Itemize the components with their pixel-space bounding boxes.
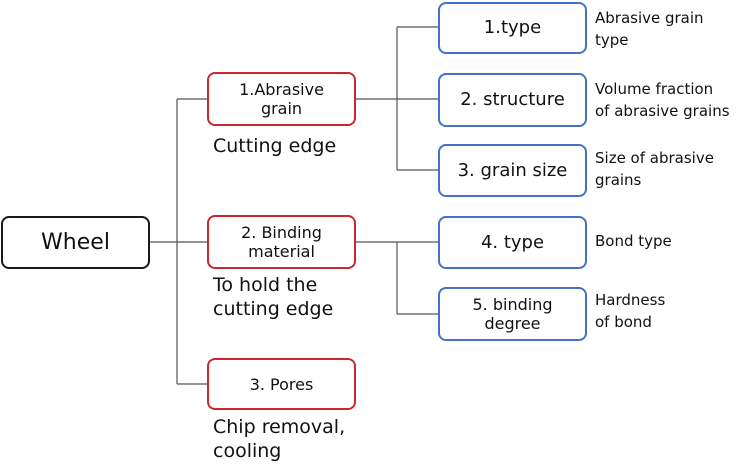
component-caption: Chip removal, cooling: [213, 416, 346, 462]
property-label: 4. type: [480, 231, 545, 253]
component-pores: 3. Pores: [207, 358, 356, 410]
property-description: Volume fraction of abrasive grains: [595, 80, 730, 120]
component-caption: Cutting edge: [213, 135, 337, 157]
root-label: Wheel: [41, 230, 110, 255]
property-description: Abrasive grain type: [595, 9, 704, 49]
root-node-wheel: Wheel: [1, 216, 150, 269]
property-structure: 2. structure: [438, 73, 587, 127]
component-label: 1.Abrasive grain: [239, 80, 324, 118]
component-binding-material: 2. Binding material: [207, 215, 356, 269]
property-label: 5. binding degree: [472, 295, 553, 333]
component-label: 2. Binding material: [241, 223, 322, 261]
property-grain-size: 3. grain size: [438, 144, 587, 197]
property-description: Hardness of bond: [595, 291, 666, 331]
property-type: 1.type: [438, 2, 587, 54]
property-label: 1.type: [483, 17, 542, 38]
property-label: 2. structure: [460, 89, 565, 110]
component-abrasive-grain: 1.Abrasive grain: [207, 72, 356, 126]
property-description: Size of abrasive grains: [595, 149, 714, 189]
property-binding-degree: 5. binding degree: [438, 287, 587, 341]
component-label: 3. Pores: [249, 374, 314, 394]
property-label: 3. grain size: [457, 159, 568, 181]
property-description: Bond type: [595, 232, 672, 250]
property-bond-type: 4. type: [438, 216, 587, 269]
component-caption: To hold the cutting edge: [213, 274, 334, 320]
